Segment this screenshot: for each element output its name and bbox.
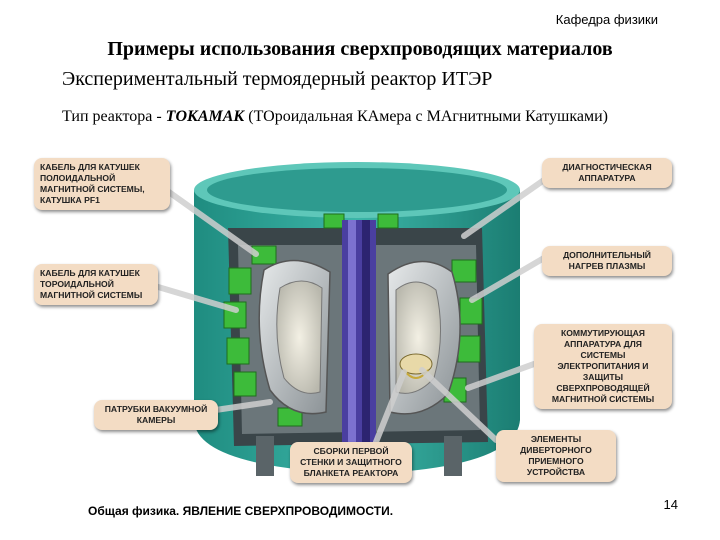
leader-lines <box>145 177 547 445</box>
label-tf-coil-cable: КАБЕЛЬ ДЛЯ КАТУШЕК ТОРОИДАЛЬНОЙ МАГНИТНО… <box>34 264 158 305</box>
vacuum-vessel <box>258 259 461 415</box>
slide-title: Примеры использования сверхпроводящих ма… <box>107 38 613 60</box>
footer-course-title: Общая физика. ЯВЛЕНИЕ СВЕРХПРОВОДИМОСТИ. <box>88 504 394 518</box>
reactor-type-line: Тип реактора - ТОКАМАК (ТОроидальная КАм… <box>62 108 608 126</box>
label-plasma-heating: ДОПОЛНИТЕЛЬНЫЙ НАГРЕВ ПЛАЗМЫ <box>542 246 672 276</box>
tf-coils <box>223 213 483 427</box>
label-switching-equipment: КОММУТИРУЮЩАЯ АППАРАТУРА ДЛЯ СИСТЕМЫ ЭЛЕ… <box>534 324 672 409</box>
label-first-wall: СБОРКИ ПЕРВОЙ СТЕНКИ И ЗАЩИТНОГО БЛАНКЕТ… <box>290 442 412 483</box>
central-solenoid <box>342 220 376 450</box>
reactor-type-name: ТОКАМАК <box>165 108 245 125</box>
label-diagnostics: ДИАГНОСТИЧЕСКАЯ АППАРАТУРА <box>542 158 672 188</box>
reactor-type-prefix: Тип реактора - <box>62 108 166 125</box>
slide-subtitle: Экспериментальный термоядерный реактор И… <box>62 68 493 90</box>
label-vacuum-ports: ПАТРУБКИ ВАКУУМНОЙ КАМЕРЫ <box>94 400 218 430</box>
label-pf-coil-cable: КАБЕЛЬ ДЛЯ КАТУШЕК ПОЛОИДАЛЬНОЙ МАГНИТНО… <box>34 158 170 210</box>
reactor-type-expansion: (ТОроидальная КАмера с МАгнитными Катушк… <box>244 108 608 125</box>
department-label: Кафедра физики <box>555 12 658 27</box>
page-number: 14 <box>663 497 678 512</box>
tokamak-illustration <box>145 162 547 476</box>
label-divertor-elements: ЭЛЕМЕНТЫ ДИВЕРТОРНОГО ПРИЕМНОГО УСТРОЙСТ… <box>496 430 616 482</box>
